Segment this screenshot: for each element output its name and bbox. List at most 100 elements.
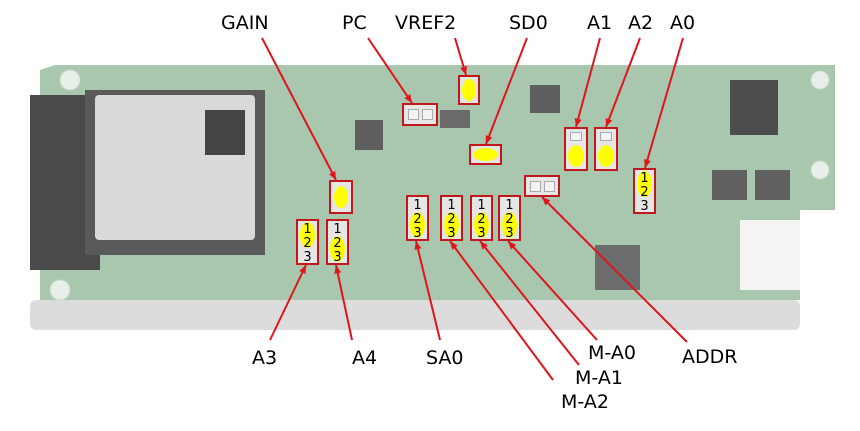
pad — [408, 109, 419, 120]
arrowhead-a2 — [605, 118, 613, 127]
arrowhead-pc — [404, 94, 412, 103]
solder-blob — [598, 145, 614, 167]
jumper-a3[interactable]: 1 2 3 — [296, 219, 319, 265]
jumper-a2[interactable] — [594, 127, 618, 171]
jumper-pc[interactable] — [402, 103, 438, 126]
pin-number: 1 — [303, 222, 312, 237]
leader-line-a4 — [335, 264, 353, 341]
jumper-vref2[interactable] — [458, 75, 480, 105]
leader-line-m-a2 — [449, 240, 554, 381]
arrowhead-sa0 — [414, 241, 422, 250]
label-pc: PC — [342, 12, 367, 34]
pin-number: 3 — [447, 226, 456, 241]
pin-number: 3 — [640, 199, 649, 214]
label-m-a2: M-A2 — [561, 391, 609, 413]
jumper-gain[interactable] — [329, 180, 353, 214]
leader-line-sa0 — [415, 240, 441, 341]
pin-number: 2 — [303, 236, 312, 251]
pin-number: 1 — [413, 198, 422, 213]
jumper-sa0[interactable]: 1 2 3 — [406, 195, 429, 241]
diode-d1 — [755, 170, 790, 200]
jumper-addr[interactable] — [524, 175, 560, 197]
pad — [422, 109, 433, 120]
label-a4: A4 — [352, 347, 378, 369]
pad — [544, 181, 555, 192]
mount-hole — [810, 70, 830, 90]
arrowhead-a1 — [574, 118, 582, 127]
label-gain: GAIN — [221, 12, 269, 34]
leader-line-gain — [261, 37, 337, 181]
regulator-ic6 — [730, 80, 778, 135]
leader-line-addr — [541, 196, 688, 343]
jumper-a0[interactable]: 1 2 3 — [633, 168, 656, 214]
label-sd0: SD0 — [509, 12, 548, 34]
label-a3: A3 — [252, 347, 278, 369]
arrowhead-a0 — [643, 159, 651, 168]
pin-number: 3 — [413, 226, 422, 241]
mount-hole — [59, 69, 81, 91]
arrowhead-m-a0 — [508, 241, 517, 250]
solder-blob — [410, 212, 425, 238]
pin-number: 2 — [447, 212, 456, 227]
pin-number: 2 — [505, 212, 514, 227]
pin-number: 2 — [333, 236, 342, 251]
solder-blob — [568, 145, 584, 167]
leader-line-a0 — [644, 37, 684, 169]
solder-blob — [300, 222, 315, 248]
mount-hole — [810, 160, 830, 180]
pin-number: 3 — [477, 226, 486, 241]
jumper-m-a0[interactable]: 1 2 3 — [498, 195, 521, 241]
arrowhead-sd0 — [485, 135, 493, 144]
leader-line-sd0 — [485, 37, 528, 145]
leader-line-a2 — [605, 37, 641, 128]
label-addr: ADDR — [682, 346, 738, 368]
ic-u5 — [530, 85, 560, 113]
label-vref2: VREF2 — [395, 12, 457, 34]
arrow-layer — [261, 37, 688, 381]
jumper-m-a1[interactable]: 1 2 3 — [470, 195, 493, 241]
pin-number: 1 — [477, 198, 486, 213]
pin-number: 1 — [640, 171, 649, 186]
pin-number: 1 — [333, 222, 342, 237]
solder-blob — [330, 236, 345, 262]
jumper-a4[interactable]: 1 2 3 — [326, 219, 349, 265]
arrowhead-vref2 — [460, 66, 467, 75]
label-m-a1: M-A1 — [575, 367, 623, 389]
pin-number: 1 — [447, 198, 456, 213]
solder-blob — [502, 212, 517, 238]
module-datamatrix — [205, 110, 245, 155]
arrowhead-a3 — [299, 265, 306, 274]
jumper-m-a2[interactable]: 1 2 3 — [440, 195, 463, 241]
label-sa0: SA0 — [426, 347, 464, 369]
jumper-a1[interactable] — [564, 127, 588, 171]
label-a0: A0 — [670, 12, 696, 34]
leader-line-m-a0 — [507, 240, 598, 341]
pin-number: 3 — [333, 250, 342, 265]
solder-blob — [462, 79, 476, 101]
arrowhead-addr — [542, 197, 551, 206]
arrowhead-a4 — [334, 265, 342, 274]
pin-number: 1 — [505, 198, 514, 213]
arrowhead-gain — [329, 171, 336, 180]
label-a2: A2 — [628, 12, 654, 34]
pad — [600, 132, 612, 141]
jumper-sd0[interactable] — [469, 144, 502, 165]
ic-d2 — [355, 120, 383, 150]
pad — [570, 132, 582, 141]
pin-number: 3 — [303, 250, 312, 265]
leader-line-a1 — [575, 37, 601, 128]
usb-connector-j9 — [740, 220, 800, 290]
diode-d3 — [712, 170, 747, 200]
leader-line-m-a1 — [479, 240, 580, 366]
arrowhead-m-a2 — [450, 241, 458, 250]
solder-blob — [334, 186, 348, 208]
pad — [530, 181, 541, 192]
solder-blob — [444, 212, 459, 238]
label-m-a0: M-A0 — [588, 342, 636, 364]
board-edge-shadow — [30, 300, 800, 330]
pin-number: 2 — [477, 212, 486, 227]
leader-line-pc — [367, 37, 413, 104]
solder-blob — [637, 171, 652, 197]
pin-number: 2 — [413, 212, 422, 227]
